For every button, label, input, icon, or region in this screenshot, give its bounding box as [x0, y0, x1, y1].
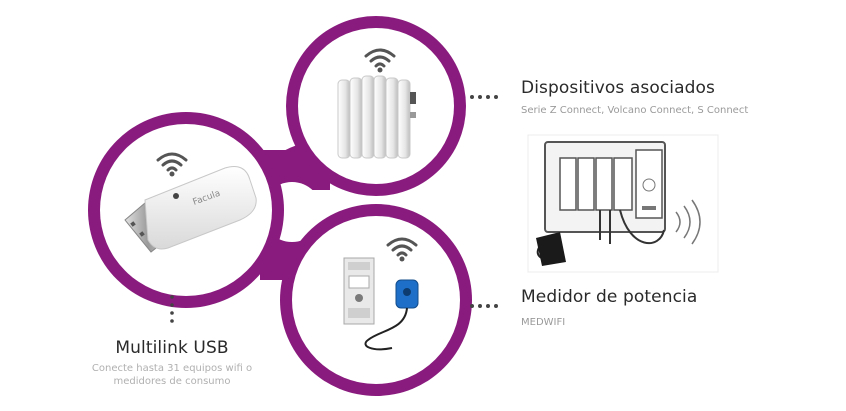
bubble-power-meter — [280, 204, 472, 396]
radiator-icon — [337, 75, 416, 159]
usb-stick-icon: Facula — [124, 166, 257, 253]
power-meter-subtitle: MEDWIFI — [521, 317, 566, 328]
associated-devices-subtitle: Serie Z Connect, Volcano Connect, S Conn… — [521, 105, 749, 116]
associated-devices-title: Dispositivos asociados — [521, 78, 715, 98]
bubble-multilink-usb: Facula — [88, 112, 284, 308]
bubble-inner-bottom — [292, 216, 460, 384]
multilink-description-line1: Conecte hasta 31 equipos wifi o — [91, 363, 253, 374]
wifi-icon — [364, 48, 396, 73]
multilink-title: Multilink USB — [115, 338, 229, 358]
dotted-connector-top — [470, 95, 498, 99]
power-meter-icon — [343, 257, 419, 351]
bubble-associated-devices — [286, 16, 466, 196]
dotted-connector-bottom — [470, 304, 498, 308]
power-meter-title: Medidor de potencia — [521, 287, 698, 307]
wifi-icon — [386, 237, 418, 262]
electrical-panel-icon — [527, 134, 719, 273]
dotted-connector-vertical — [170, 295, 174, 323]
multilink-description-line2: medidores de consumo — [113, 376, 231, 387]
wifi-icon — [156, 152, 188, 177]
